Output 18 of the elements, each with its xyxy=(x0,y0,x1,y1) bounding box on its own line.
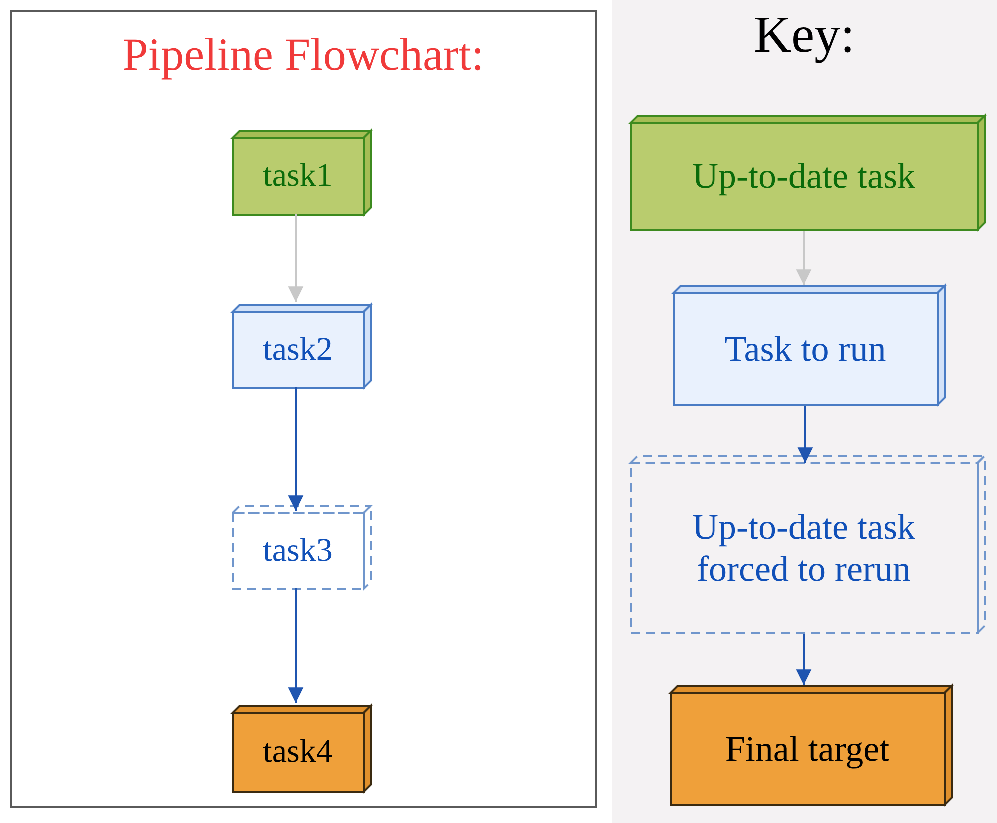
flowchart-frame xyxy=(10,10,597,808)
task-label: task3 xyxy=(262,532,334,570)
arrow xyxy=(288,214,304,302)
arrow xyxy=(798,406,814,464)
task-label: task4 xyxy=(262,734,334,772)
arrow xyxy=(288,588,304,704)
arrow xyxy=(796,634,812,686)
key-heading: Key: xyxy=(752,6,856,65)
arrow xyxy=(288,387,304,512)
task-label: task2 xyxy=(262,332,334,370)
chart-title: Pipeline Flowchart: xyxy=(122,28,486,81)
task-label: Task to run xyxy=(724,328,888,370)
task-label: Final target xyxy=(724,728,891,770)
key-panel xyxy=(612,0,997,823)
arrow xyxy=(796,231,812,286)
task-label: task1 xyxy=(262,158,334,196)
task-label: Up-to-date task forced to rerun xyxy=(692,507,916,590)
task-label: Up-to-date task xyxy=(692,156,916,198)
